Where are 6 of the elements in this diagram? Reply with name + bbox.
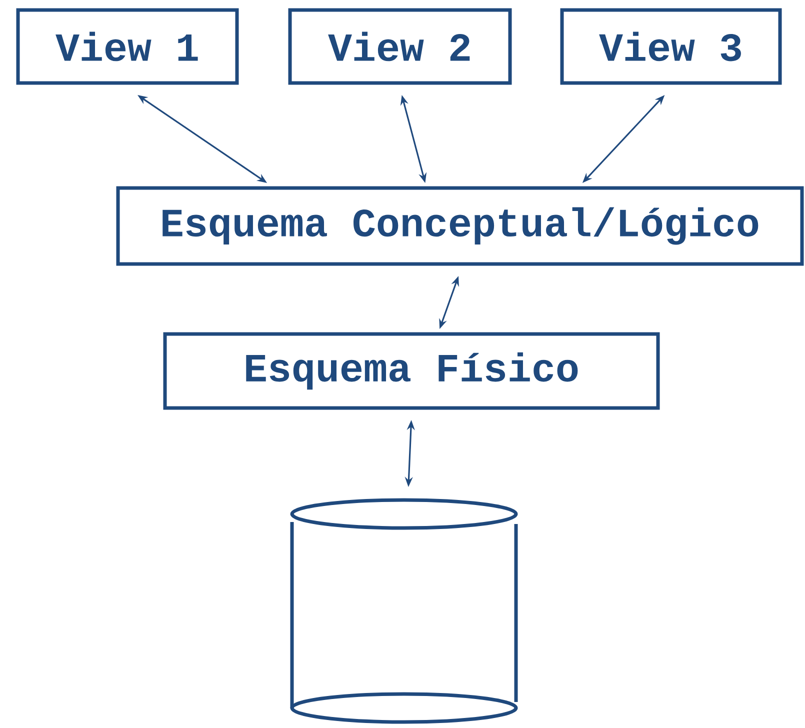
process-box: Esquema Físico <box>163 332 660 410</box>
process-box: Esquema Conceptual/Lógico <box>116 186 804 266</box>
process-box: View 2 <box>288 8 512 85</box>
process-box: View 1 <box>16 8 239 85</box>
process-box: View 3 <box>560 8 782 85</box>
database-cylinder <box>290 498 518 724</box>
